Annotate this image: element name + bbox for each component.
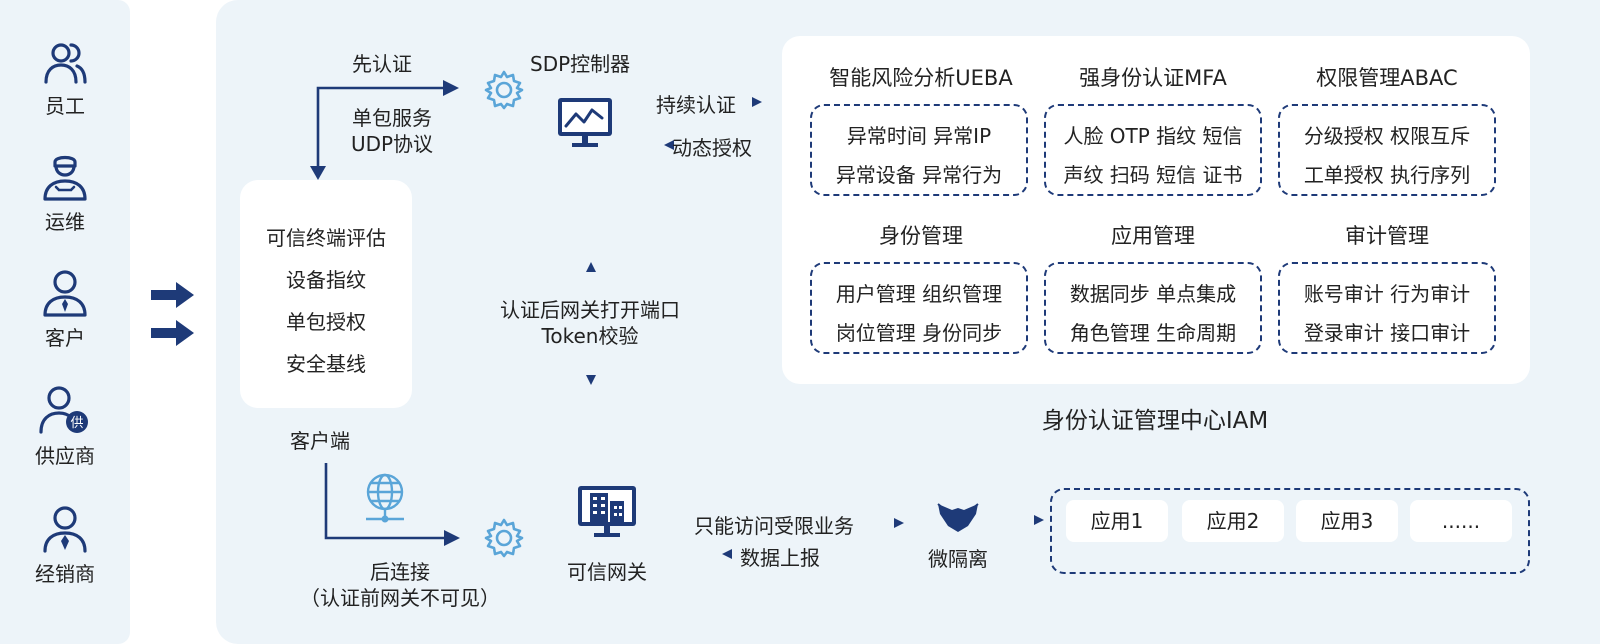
module-row: 岗位管理 身份同步 (835, 321, 1003, 345)
sdp-controller-label: SDP控制器 (530, 52, 631, 76)
customer-icon (43, 270, 87, 317)
module-title: 智能风险分析UEBA (829, 66, 1013, 90)
role-supplier: 供 供应商 (0, 384, 130, 469)
dynamic-authz-label: 动态授权 (672, 136, 752, 160)
module-row: 角色管理 生命周期 (1069, 321, 1237, 345)
limited-access-label: 只能访问受限业务 (694, 514, 854, 538)
dealer-icon (43, 506, 87, 553)
app-chip: 应用1 (1066, 500, 1168, 542)
ops-engineer-icon (43, 155, 87, 201)
iam-title: 身份认证管理中心IAM (1041, 408, 1269, 434)
connect-label-line2: （认证前网关不可见） (300, 586, 500, 610)
data-report-label: 数据上报 (740, 546, 820, 570)
module-title: 强身份认证MFA (1079, 66, 1227, 90)
module-row: 工单授权 执行序列 (1303, 163, 1471, 187)
svg-text:供: 供 (70, 416, 83, 431)
role-label: 供应商 (35, 444, 95, 468)
module-title: 应用管理 (1111, 224, 1195, 248)
module-title: 审计管理 (1345, 224, 1429, 248)
client-card: 可信终端评估 设备指纹 单包授权 安全基线 (240, 180, 412, 408)
gear-icon (484, 70, 524, 110)
app-chip: ...... (1410, 500, 1512, 542)
module-box-application: 数据同步 单点集成 角色管理 生命周期 (1044, 262, 1262, 354)
gateway-label: 可信网关 (567, 560, 647, 584)
client-item: 单包授权 (286, 310, 366, 334)
module-row: 分级授权 权限互斥 (1303, 124, 1471, 148)
connect-label-line1: 后连接 (370, 560, 430, 584)
role-customer: 客户 (0, 268, 130, 351)
client-item: 设备指纹 (286, 268, 366, 292)
module-row: 登录审计 接口审计 (1303, 321, 1471, 345)
supplier-icon: 供 (39, 386, 88, 434)
app-chip: 应用3 (1296, 500, 1398, 542)
role-label: 客户 (45, 326, 85, 350)
role-ops: 运维 (0, 152, 130, 235)
role-label: 员工 (45, 94, 85, 118)
server-gateway-icon (578, 486, 636, 537)
module-box-identity: 用户管理 组织管理 岗位管理 身份同步 (810, 262, 1028, 354)
module-row: 用户管理 组织管理 (835, 282, 1003, 306)
module-box-mfa: 人脸 OTP 指纹 短信 声纹 扫码 短信 证书 (1044, 104, 1262, 196)
app-chip: 应用2 (1182, 500, 1284, 542)
entry-arrows-icon (151, 282, 194, 346)
module-title: 身份管理 (879, 224, 963, 248)
spa-label-line2: UDP协议 (350, 132, 434, 156)
module-box-abac: 分级授权 权限互斥 工单授权 执行序列 (1278, 104, 1496, 196)
globe-icon (366, 473, 404, 523)
module-row: 异常时间 异常IP (846, 124, 992, 148)
client-item: 可信终端评估 (266, 226, 386, 250)
module-row: 人脸 OTP 指纹 短信 (1063, 124, 1243, 148)
client-label: 客户端 (290, 429, 350, 453)
micro-isolation-label: 微隔离 (928, 547, 988, 571)
client-item: 安全基线 (286, 352, 366, 376)
role-employee: 员工 (0, 40, 130, 119)
role-dealer: 经销商 (0, 504, 130, 587)
applications-box: 应用1 应用2 应用3 ...... (1050, 488, 1530, 574)
role-label: 经销商 (35, 562, 95, 586)
monitor-chart-icon (558, 98, 612, 147)
role-label: 运维 (45, 210, 85, 234)
users-icon (44, 43, 87, 84)
module-row: 数据同步 单点集成 (1069, 282, 1237, 306)
module-row: 账号审计 行为审计 (1303, 282, 1471, 306)
gateway-open-line1: 认证后网关打开端口 (500, 298, 680, 322)
gear-icon (484, 518, 524, 558)
first-auth-label: 先认证 (352, 52, 412, 76)
mask-icon (937, 503, 979, 532)
module-box-ueba: 异常时间 异常IP 异常设备 异常行为 (810, 104, 1028, 196)
module-box-audit: 账号审计 行为审计 登录审计 接口审计 (1278, 262, 1496, 354)
continuous-auth-label: 持续认证 (656, 93, 736, 117)
module-row: 异常设备 异常行为 (835, 163, 1003, 187)
module-row: 声纹 扫码 短信 证书 (1063, 163, 1243, 187)
gateway-open-line2: Token校验 (541, 324, 639, 348)
spa-label-line1: 单包服务 (352, 106, 432, 130)
module-title: 权限管理ABAC (1316, 66, 1458, 90)
